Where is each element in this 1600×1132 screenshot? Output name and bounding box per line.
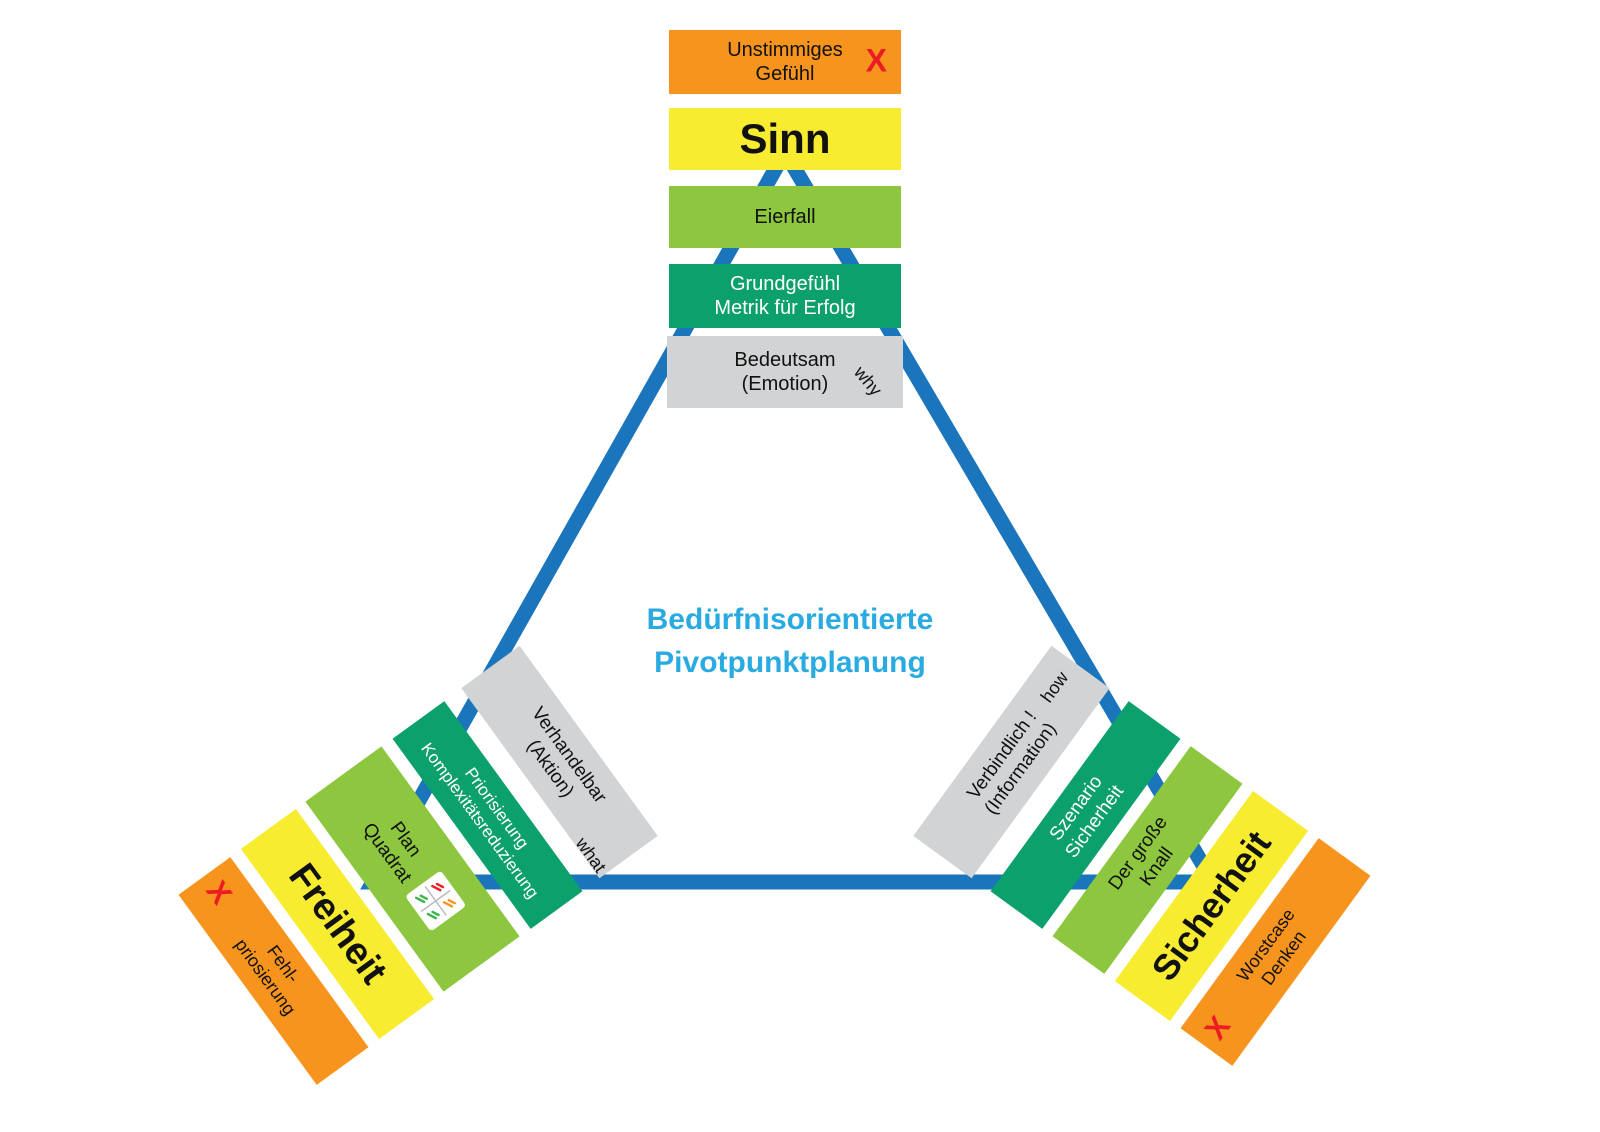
left-tool-bar: Plan Quadrat (305, 746, 520, 992)
x-mark: X (865, 42, 887, 79)
center-title-line1: Bedürfnisorientierte (646, 603, 934, 636)
top-mismatch-bar: Unstimmiges Gefühl X (669, 30, 901, 94)
top-feeling-label: Grundgefühl Metrik für Erfolg (714, 272, 856, 319)
left-tool-label: Plan Quadrat (358, 817, 426, 888)
center-title-line2: Pivotpunktplanung (654, 646, 926, 679)
top-method-label: Eierfall (754, 205, 816, 228)
top-quality-bar: Bedeutsam (Emotion) (667, 336, 903, 408)
x-mark: X (1198, 1010, 1238, 1047)
x-mark: X (199, 874, 238, 911)
top-method-bar: Eierfall (669, 186, 901, 248)
top-mismatch-label: Unstimmiges Gefühl (727, 38, 843, 85)
top-quality-label: Bedeutsam (Emotion) (734, 348, 836, 395)
plan-quadrat-icon (406, 871, 465, 930)
top-feeling-bar: Grundgefühl Metrik für Erfolg (669, 264, 901, 328)
top-need-label: Sinn (739, 115, 831, 163)
top-need-bar: Sinn (669, 108, 901, 170)
center-title: Bedürfnisorientierte Pivotpunktplanung (540, 598, 1040, 684)
